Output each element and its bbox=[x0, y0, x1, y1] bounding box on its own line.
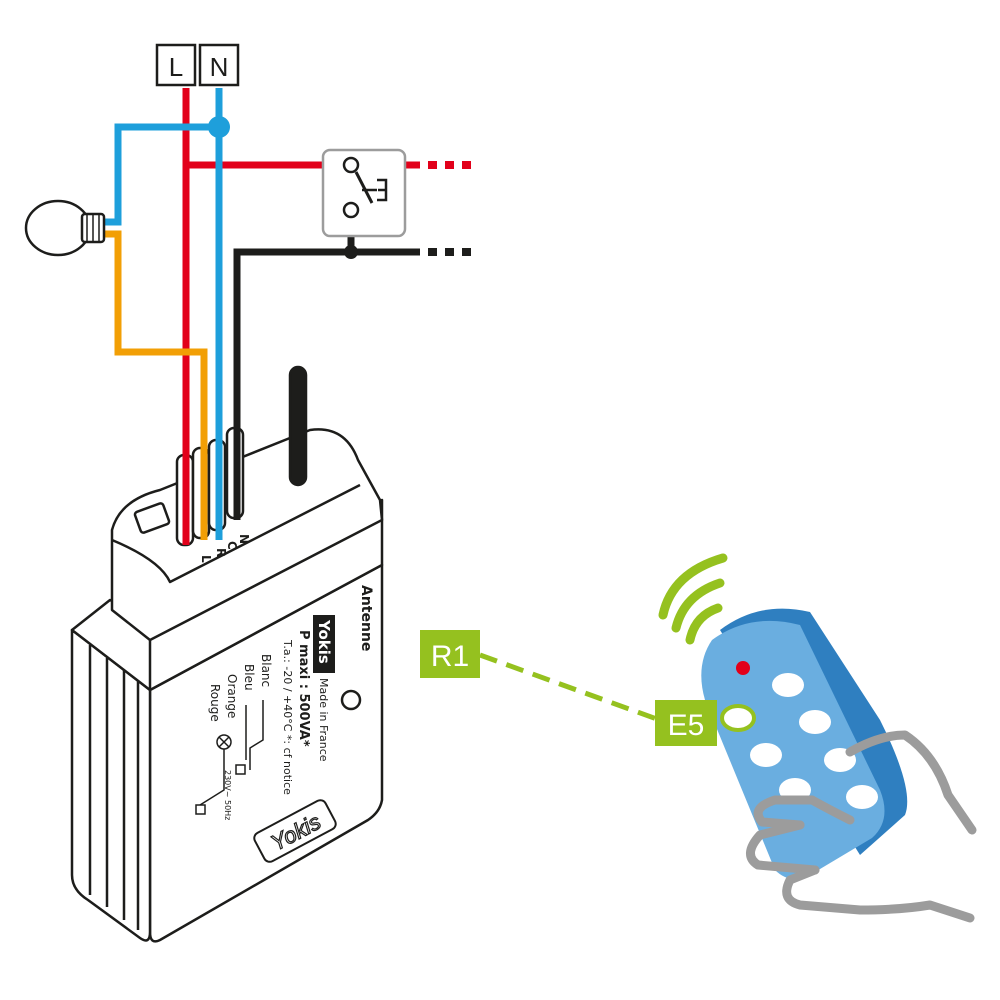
module-antenna bbox=[288, 365, 308, 487]
emitter-label: E5 bbox=[668, 709, 705, 742]
control-junction bbox=[344, 245, 358, 259]
svg-text:R: R bbox=[214, 548, 228, 557]
remote-button bbox=[750, 743, 782, 767]
module-side bbox=[70, 628, 152, 942]
terminal-n-label: N bbox=[210, 52, 229, 82]
hand-outline-icon bbox=[746, 730, 977, 923]
switch-bottom-contact bbox=[342, 201, 360, 219]
module-supply: 230V~ 50Hz bbox=[223, 770, 232, 820]
emitter-label-badge: E5 bbox=[655, 700, 717, 746]
svg-text:N: N bbox=[237, 534, 251, 544]
module-wire-label-rouge: Rouge bbox=[208, 684, 222, 722]
remote-button bbox=[846, 785, 878, 809]
radio-link-dashed bbox=[479, 652, 666, 725]
control-wire-dots bbox=[428, 248, 471, 256]
module-temp: T.a.: -20 / +40°C *: cf notice bbox=[281, 639, 294, 795]
push-button-switch bbox=[321, 148, 407, 238]
svg-text:C: C bbox=[225, 541, 239, 550]
terminal-n-box bbox=[198, 43, 240, 87]
live-wire-dots bbox=[428, 161, 471, 169]
receiver-label: R1 bbox=[431, 640, 469, 673]
yokis-module bbox=[70, 365, 384, 943]
remote-control bbox=[658, 553, 977, 923]
antenna-symbol-icon bbox=[340, 689, 362, 711]
module-wire-label-orange: Orange bbox=[225, 674, 239, 718]
switch-lever bbox=[354, 171, 374, 204]
module-antenna-label: Antenne bbox=[358, 585, 374, 651]
module-cap-edge bbox=[111, 483, 361, 584]
terminal-l-label: L bbox=[169, 52, 183, 82]
remote-button bbox=[799, 710, 831, 734]
module-terminal-letters: L R C N bbox=[199, 534, 251, 563]
neutral-junction bbox=[208, 116, 230, 138]
module-brand-badge bbox=[313, 615, 335, 673]
terminal-block: L N bbox=[155, 43, 240, 87]
signal-waves-icon bbox=[658, 553, 728, 645]
module-wire-label-bleu: Bleu bbox=[242, 664, 256, 691]
module-config-button bbox=[133, 502, 171, 534]
module-made-in: Made in France bbox=[317, 678, 330, 762]
switch-frame bbox=[321, 148, 407, 238]
remote-button bbox=[772, 673, 804, 697]
module-top-cap bbox=[110, 428, 384, 642]
svg-text:L: L bbox=[199, 555, 213, 563]
receiver-label-badge: R1 bbox=[420, 630, 480, 678]
module-side-ribs bbox=[88, 645, 140, 930]
switch-top-contact bbox=[342, 156, 360, 174]
module-labels: Antenne Yokis Made in France P maxi : 50… bbox=[195, 534, 374, 863]
light-bulb-icon bbox=[24, 199, 106, 257]
module-front-logo-frame bbox=[253, 799, 337, 863]
remote-led-icon bbox=[736, 661, 750, 675]
module-wire-label-blanc: Blanc bbox=[259, 654, 273, 687]
remote-button-e5 bbox=[720, 704, 756, 732]
module-schematic-icon bbox=[195, 700, 264, 815]
load-wire bbox=[102, 230, 208, 540]
switch-actuator-icon bbox=[362, 178, 388, 202]
module-brand: Yokis bbox=[315, 619, 333, 664]
module-pmax: P maxi : 500VA* bbox=[296, 630, 311, 747]
terminal-l-box bbox=[155, 43, 197, 87]
